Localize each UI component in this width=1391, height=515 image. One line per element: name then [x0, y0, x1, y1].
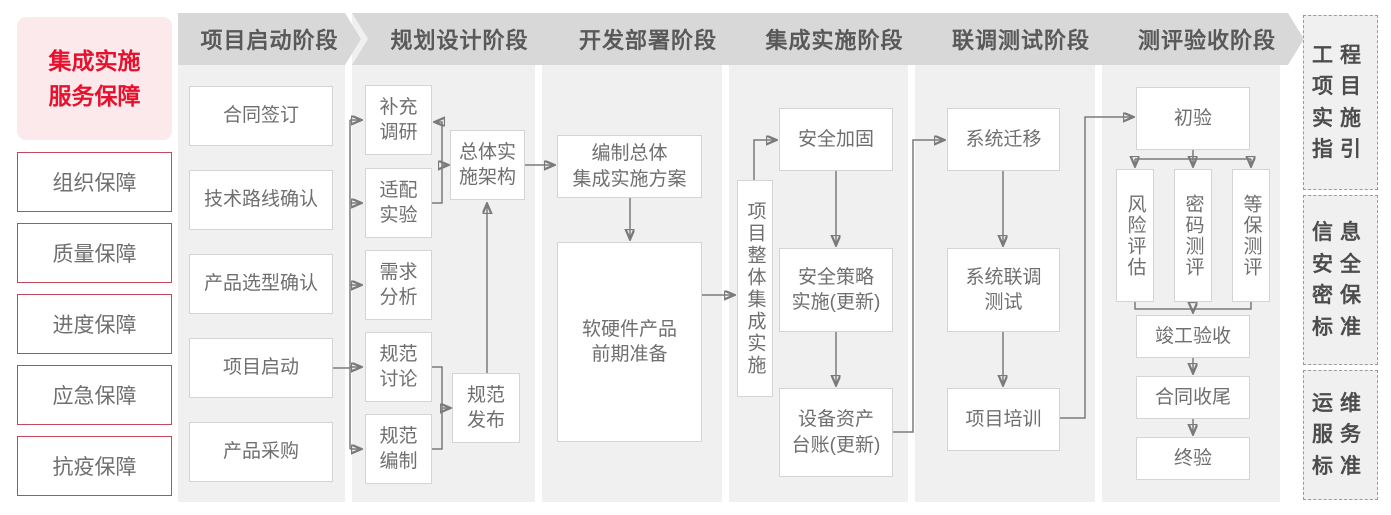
box-risk-assessment: 风险评估 — [1116, 169, 1154, 302]
box-spec-drafting: 规范 编制 — [365, 414, 432, 484]
box-overall-project-integration: 项目整体集成实施 — [737, 180, 773, 397]
sidebar-item-emergency-guarantee: 应急保障 — [17, 365, 172, 425]
box-project-kickoff: 项目启动 — [189, 338, 333, 398]
phase-header-integration-implementation: 集成实施阶段 — [729, 13, 932, 65]
box-final-acceptance: 终验 — [1136, 437, 1250, 480]
standard-label: 运维服务标准 — [1312, 391, 1368, 478]
box-product-procurement: 产品采购 — [189, 422, 333, 482]
box-requirement-analysis: 需求 分析 — [365, 250, 432, 320]
phase-header-develop-deploy: 开发部署阶段 — [542, 13, 746, 65]
box-project-training: 项目培训 — [947, 388, 1060, 451]
box-security-policy-implementation: 安全策略 实施(更新) — [779, 248, 893, 332]
box-system-migration: 系统迁移 — [947, 108, 1060, 171]
box-overall-implementation-architecture: 总体实 施架构 — [450, 130, 525, 200]
phase-header-project-kickoff: 项目启动阶段 — [178, 13, 361, 65]
phase-header-evaluation-acceptance: 测评验收阶段 — [1102, 13, 1304, 65]
box-product-selection-confirm: 产品选型确认 — [189, 254, 333, 314]
phase-header-joint-debug-test: 联调测试阶段 — [915, 13, 1119, 65]
standard-label: 信息安全密保标准 — [1312, 221, 1368, 339]
sidebar-item-quality-guarantee: 质量保障 — [17, 223, 172, 283]
standard-label: 工程项目实施指引 — [1312, 43, 1368, 162]
box-contract-closure: 合同收尾 — [1136, 376, 1250, 419]
box-mlps-evaluation: 等保测评 — [1232, 169, 1270, 302]
standard-project-implementation-guide: 工程项目实施指引 — [1303, 15, 1378, 190]
sidebar-item-schedule-guarantee: 进度保障 — [17, 294, 172, 354]
sidebar-item-epidemic-guarantee: 抗疫保障 — [17, 436, 172, 496]
box-overall-integration-plan: 编制总体 集成实施方案 — [557, 135, 702, 198]
sidebar-item-org-guarantee: 组织保障 — [17, 152, 172, 212]
standard-infosec-confidentiality: 信息安全密保标准 — [1303, 195, 1378, 365]
box-supplementary-research: 补充 调研 — [365, 85, 432, 155]
box-preliminary-acceptance: 初验 — [1136, 87, 1250, 150]
box-asset-ledger-update: 设备资产 台账(更新) — [779, 388, 893, 477]
box-tech-route-confirm: 技术路线确认 — [189, 170, 333, 230]
diagram-title: 集成实施 服务保障 — [17, 17, 172, 140]
box-completion-acceptance: 竣工验收 — [1136, 315, 1250, 358]
box-joint-debugging-test: 系统联调 测试 — [947, 248, 1060, 332]
box-spec-discussion: 规范 讨论 — [365, 332, 432, 402]
box-spec-release: 规范 发布 — [452, 373, 520, 443]
box-contract-signing: 合同签订 — [189, 86, 333, 146]
standard-om-service: 运维服务标准 — [1303, 370, 1378, 500]
box-security-hardening: 安全加固 — [779, 108, 893, 171]
phase-header-planning-design: 规划设计阶段 — [352, 13, 559, 65]
box-adaptation-test: 适配 实验 — [365, 168, 432, 238]
box-hw-sw-preparation: 软硬件产品 前期准备 — [557, 242, 702, 442]
box-crypto-evaluation: 密码测评 — [1174, 169, 1212, 302]
